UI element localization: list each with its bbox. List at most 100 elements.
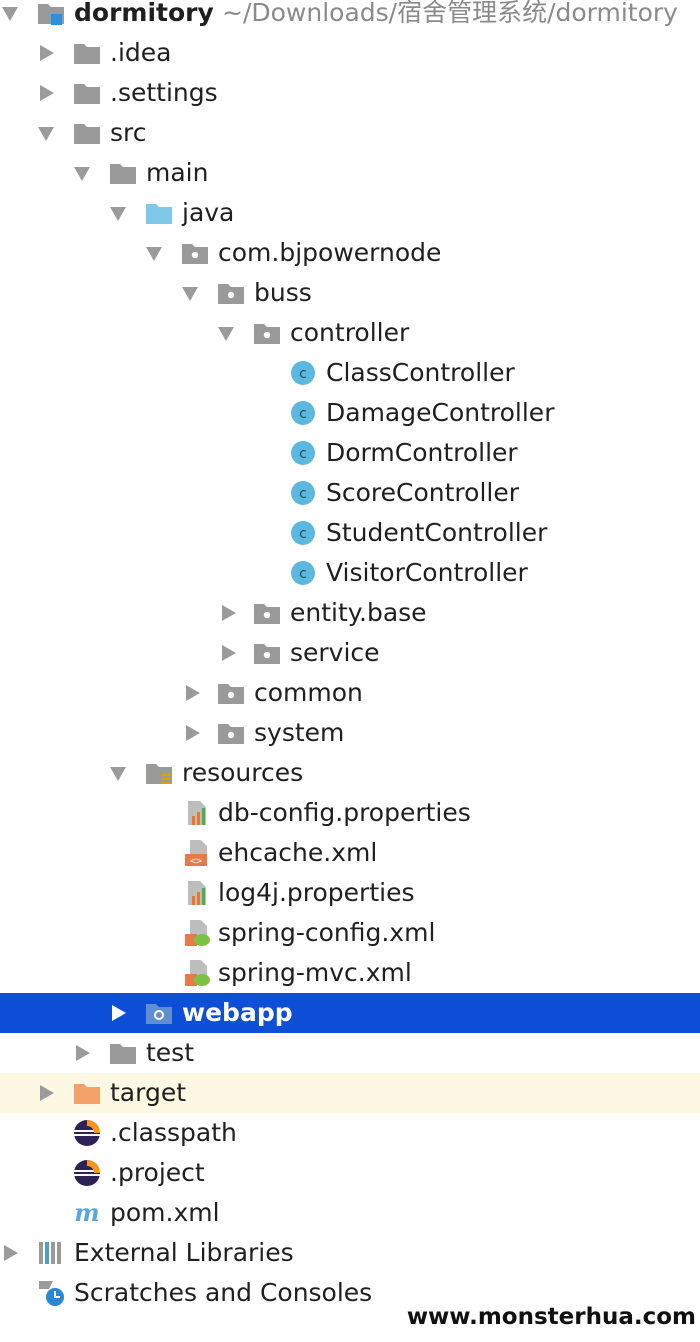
xml-file-icon — [182, 838, 212, 868]
web-folder-icon — [144, 998, 174, 1028]
tree-node-file[interactable]: spring-config.xml — [0, 913, 700, 953]
node-label: system — [254, 718, 345, 747]
tree-node-idea[interactable]: .idea — [0, 33, 700, 73]
node-label: buss — [254, 278, 312, 307]
tree-node-file[interactable]: .classpath — [0, 1113, 700, 1153]
project-path: ~/Downloads/宿舍管理系统/dormitory — [222, 0, 678, 27]
class-icon — [288, 558, 318, 588]
class-icon — [288, 398, 318, 428]
tree-node-class[interactable]: VisitorController — [0, 553, 700, 593]
tree-node-java[interactable]: java — [0, 193, 700, 233]
spring-xml-icon — [182, 918, 212, 948]
node-label: webapp — [182, 998, 293, 1027]
tree-node-file[interactable]: ehcache.xml — [0, 833, 700, 873]
scratches-icon — [36, 1278, 66, 1308]
class-icon — [288, 518, 318, 548]
node-label: db-config.properties — [218, 798, 471, 827]
node-label: common — [254, 678, 363, 707]
tree-node-class[interactable]: StudentController — [0, 513, 700, 553]
tree-node-buss[interactable]: buss — [0, 273, 700, 313]
eclipse-file-icon — [72, 1158, 102, 1188]
tree-node-dormitory[interactable]: dormitory ~/Downloads/宿舍管理系统/dormitory — [0, 0, 700, 33]
tree-node-class[interactable]: ClassController — [0, 353, 700, 393]
tree-node-class[interactable]: DormController — [0, 433, 700, 473]
node-label: External Libraries — [74, 1238, 294, 1267]
node-label: VisitorController — [326, 558, 528, 587]
tree-node-controller[interactable]: controller — [0, 313, 700, 353]
node-label: pom.xml — [110, 1198, 220, 1227]
node-label: ehcache.xml — [218, 838, 378, 867]
tree-node-class[interactable]: DamageController — [0, 393, 700, 433]
node-label: Scratches and Consoles — [74, 1278, 373, 1307]
expand-arrow-icon[interactable] — [38, 127, 54, 141]
collapse-arrow-icon[interactable] — [4, 1245, 18, 1261]
collapse-arrow-icon[interactable] — [186, 685, 200, 701]
collapse-arrow-icon[interactable] — [40, 1085, 54, 1101]
expand-arrow-icon[interactable] — [110, 767, 126, 781]
node-label: DamageController — [326, 398, 555, 427]
collapse-arrow-icon[interactable] — [40, 85, 54, 101]
tree-node-test[interactable]: test — [0, 1033, 700, 1073]
tree-node-service[interactable]: service — [0, 633, 700, 673]
tree-node-webapp[interactable]: webapp — [0, 993, 700, 1033]
node-label: java — [182, 198, 235, 227]
class-icon — [288, 438, 318, 468]
tree-node-resources[interactable]: resources — [0, 753, 700, 793]
spring-xml-icon — [182, 958, 212, 988]
tree-node-main[interactable]: main — [0, 153, 700, 193]
eclipse-file-icon — [72, 1118, 102, 1148]
collapse-arrow-icon[interactable] — [40, 45, 54, 61]
package-icon — [252, 598, 282, 628]
folder-icon — [108, 1038, 138, 1068]
class-icon — [288, 478, 318, 508]
package-icon — [252, 638, 282, 668]
tree-node-file[interactable]: .project — [0, 1153, 700, 1193]
tree-node-file[interactable]: db-config.properties — [0, 793, 700, 833]
node-label: StudentController — [326, 518, 548, 547]
collapse-arrow-icon[interactable] — [76, 1045, 90, 1061]
expand-arrow-icon[interactable] — [74, 167, 90, 181]
node-label: spring-mvc.xml — [218, 958, 412, 987]
excluded-folder-icon — [72, 1078, 102, 1108]
node-label: service — [290, 638, 380, 667]
node-label: resources — [182, 758, 304, 787]
node-label: target — [110, 1078, 187, 1107]
tree-node-file[interactable]: pom.xml — [0, 1193, 700, 1233]
node-label: controller — [290, 318, 410, 347]
collapse-arrow-icon[interactable] — [112, 1005, 126, 1021]
package-icon — [252, 318, 282, 348]
libraries-icon — [36, 1238, 66, 1268]
expand-arrow-icon[interactable] — [110, 207, 126, 221]
tree-node-package[interactable]: com.bjpowernode — [0, 233, 700, 273]
expand-arrow-icon[interactable] — [218, 327, 234, 341]
collapse-arrow-icon[interactable] — [186, 725, 200, 741]
tree-node-common[interactable]: common — [0, 673, 700, 713]
collapse-arrow-icon[interactable] — [222, 645, 236, 661]
collapse-arrow-icon[interactable] — [222, 605, 236, 621]
tree-node-file[interactable]: log4j.properties — [0, 873, 700, 913]
node-label: DormController — [326, 438, 518, 467]
tree-node-scratches[interactable]: Scratches and Consoles — [0, 1273, 700, 1313]
tree-node-src[interactable]: src — [0, 113, 700, 153]
node-label: spring-config.xml — [218, 918, 436, 947]
package-icon — [216, 278, 246, 308]
expand-arrow-icon[interactable] — [2, 7, 18, 21]
tree-node-file[interactable]: spring-mvc.xml — [0, 953, 700, 993]
node-label: .project — [110, 1158, 205, 1187]
tree-node-external-libraries[interactable]: External Libraries — [0, 1233, 700, 1273]
folder-icon — [72, 38, 102, 68]
tree-node-settings[interactable]: .settings — [0, 73, 700, 113]
node-label: src — [110, 118, 147, 147]
tree-node-entity-base[interactable]: entity.base — [0, 593, 700, 633]
expand-arrow-icon[interactable] — [146, 247, 162, 261]
node-label: .classpath — [110, 1118, 237, 1147]
node-label: main — [146, 158, 209, 187]
source-folder-icon — [144, 198, 174, 228]
node-label: ClassController — [326, 358, 515, 387]
expand-arrow-icon[interactable] — [182, 287, 198, 301]
tree-node-target[interactable]: target — [0, 1073, 700, 1113]
tree-node-class[interactable]: ScoreController — [0, 473, 700, 513]
maven-icon — [72, 1198, 102, 1228]
resources-folder-icon — [144, 758, 174, 788]
tree-node-system[interactable]: system — [0, 713, 700, 753]
